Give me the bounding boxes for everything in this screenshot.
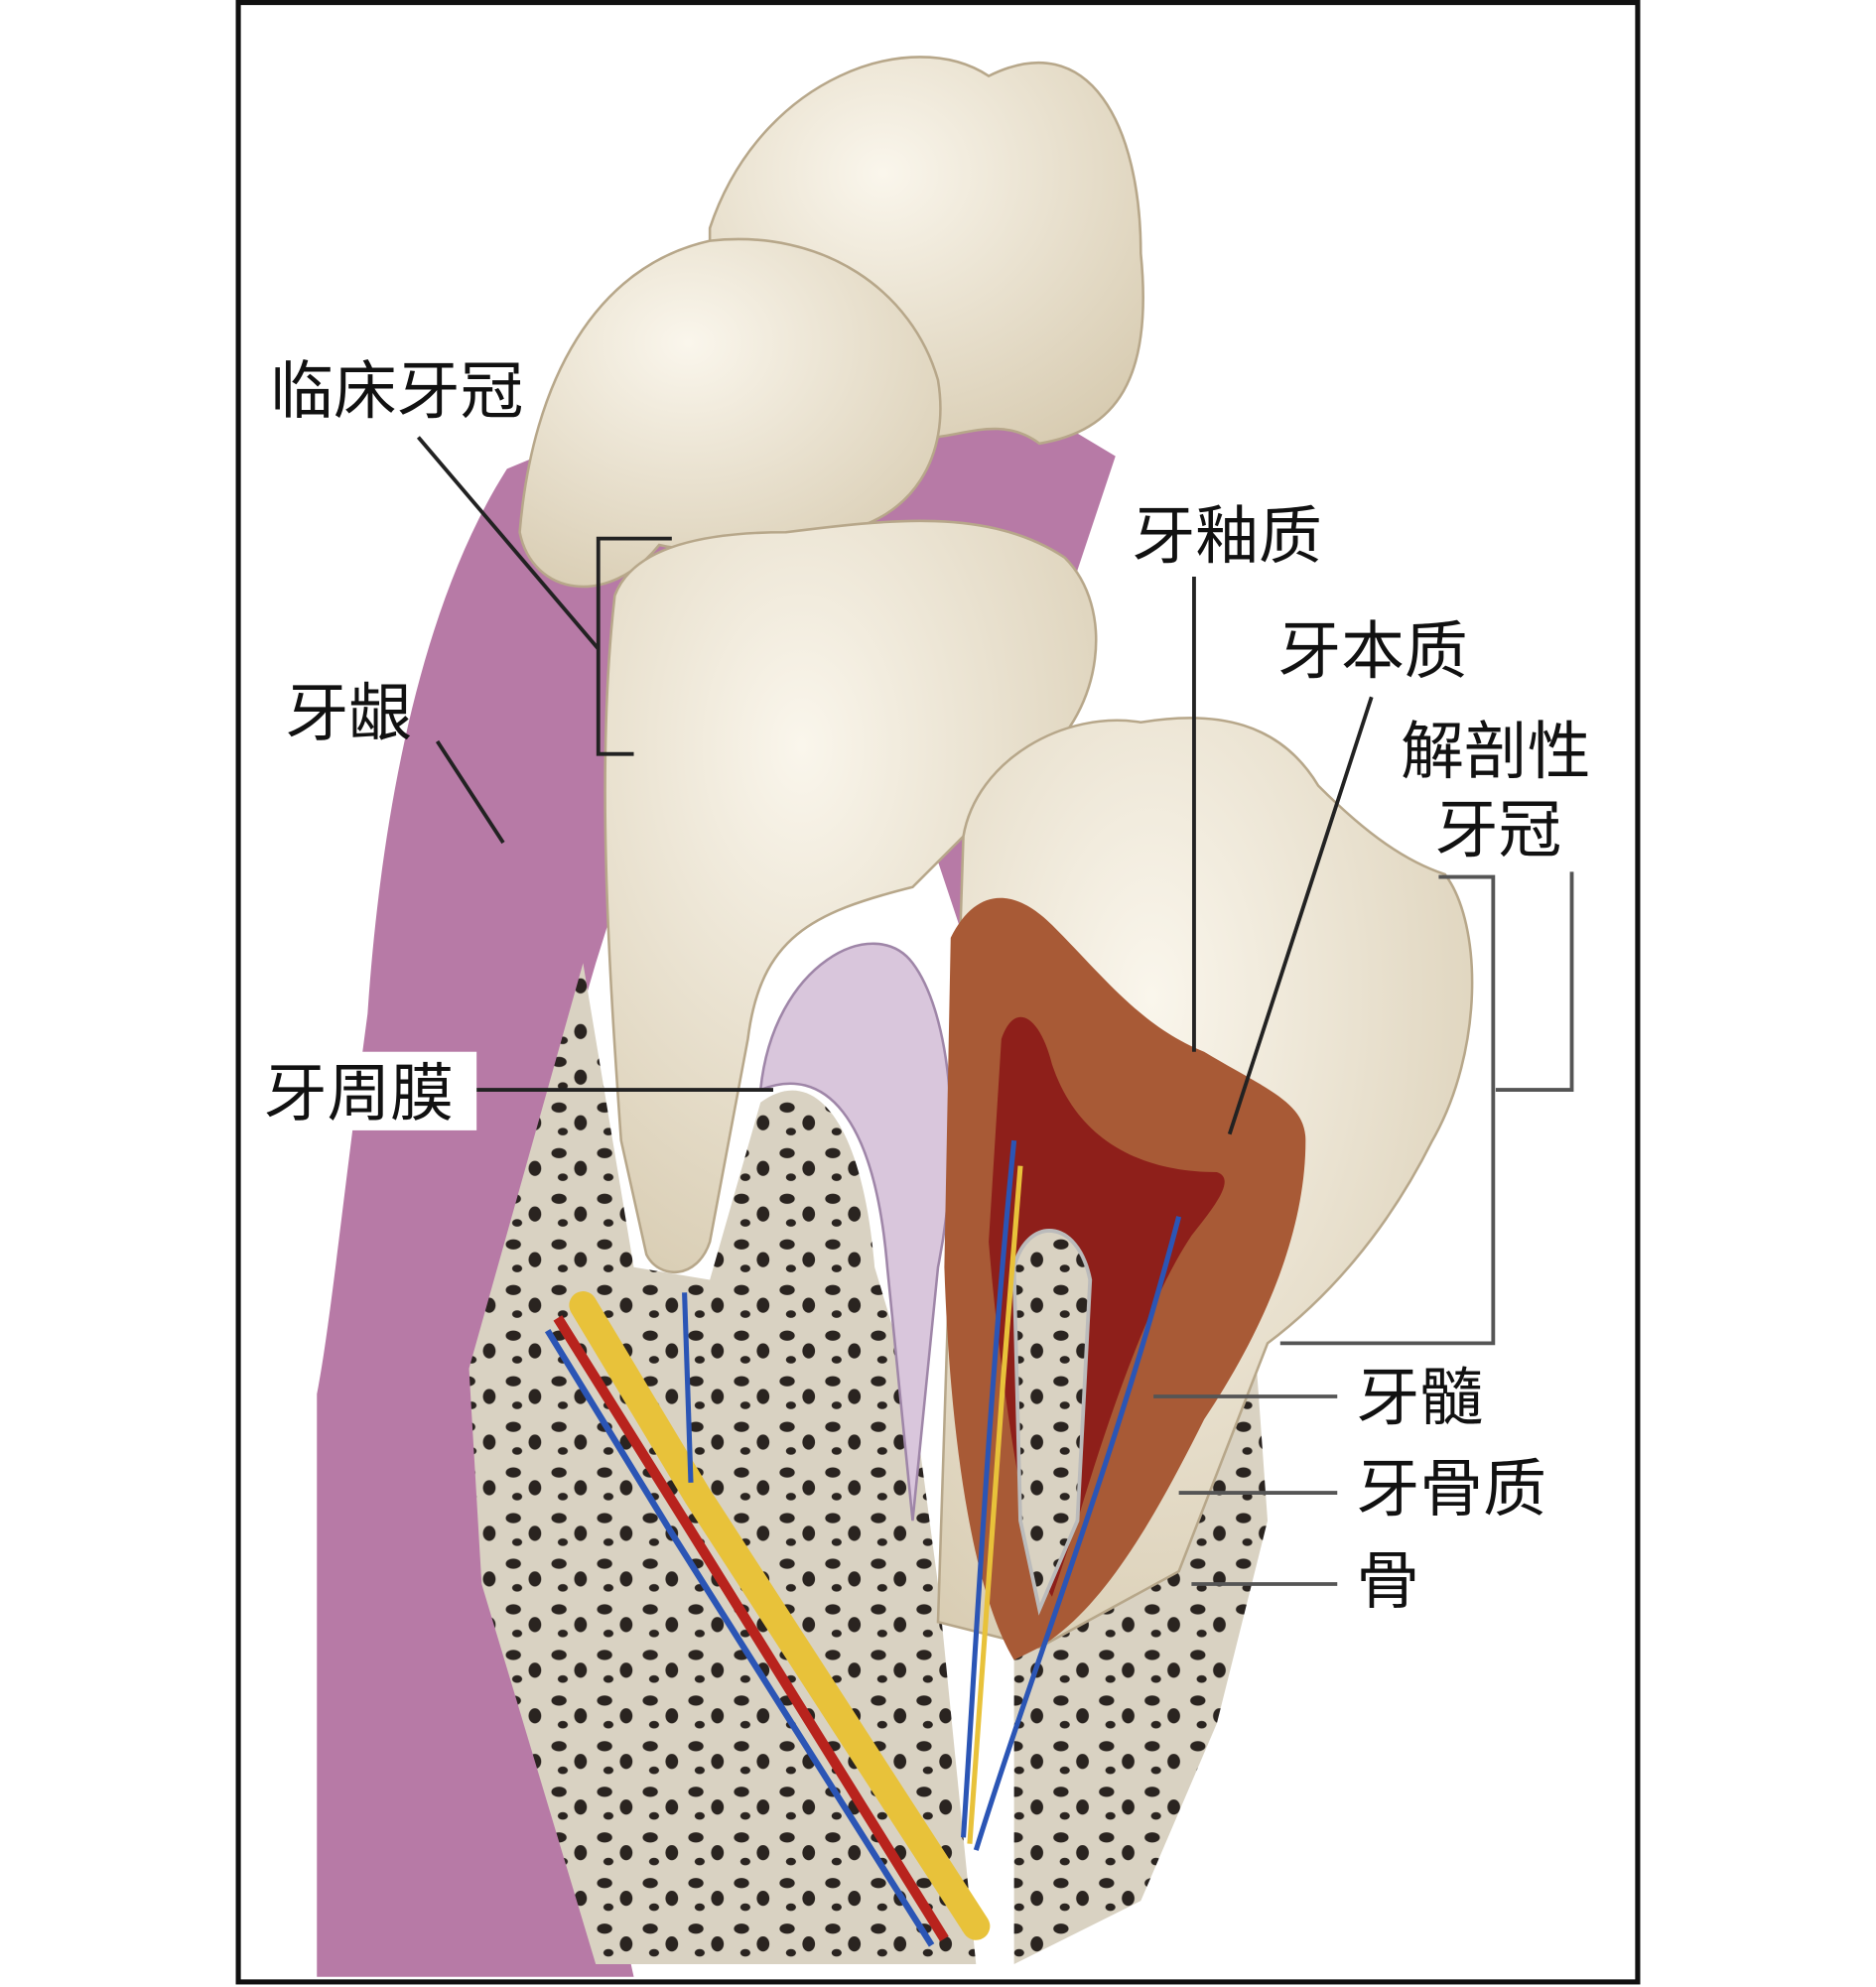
- clinical-crown-leader: [416, 436, 672, 756]
- label-dentin: 牙本质: [1277, 615, 1468, 689]
- root-canal-vessels: [960, 1139, 1182, 1851]
- upper-tooth-front: [518, 237, 942, 589]
- label-anatomical-crown-1: 解剖性: [1401, 716, 1591, 789]
- label-periodontal-ligament: 牙周膜: [264, 1058, 455, 1131]
- vein: [544, 1328, 935, 1947]
- inner-bone-septum: [1011, 1229, 1093, 1616]
- periodontal-ligament-label-bg: [258, 1051, 477, 1130]
- label-gingiva: 牙龈: [285, 678, 412, 751]
- cementum-label-bg: [1341, 1449, 1557, 1528]
- branch-vessel: [682, 1292, 694, 1483]
- bone-label-bg: [1341, 1540, 1430, 1620]
- root-canal-nerve: [967, 1165, 1023, 1844]
- gingiva-leader: [435, 739, 505, 845]
- enamel-label-bg: [1123, 496, 1342, 576]
- dentin-leader: [1227, 696, 1374, 1135]
- label-enamel: 牙釉质: [1132, 500, 1322, 574]
- pulp-label-bg: [1341, 1358, 1494, 1437]
- label-anatomical-crown-2: 牙冠: [1435, 794, 1562, 867]
- middle-tooth: [603, 519, 1098, 1274]
- label-bone: 骨: [1356, 1545, 1419, 1619]
- label-clinical-crown: 临床牙冠: [270, 355, 523, 429]
- label-cementum: 牙骨质: [1356, 1453, 1546, 1526]
- anatomical-crown-bracket: [1279, 871, 1574, 1346]
- artery: [553, 1315, 949, 1942]
- nerve: [569, 1291, 991, 1940]
- label-pulp: 牙髓: [1356, 1362, 1483, 1435]
- alveolar-bone: [469, 963, 1269, 1965]
